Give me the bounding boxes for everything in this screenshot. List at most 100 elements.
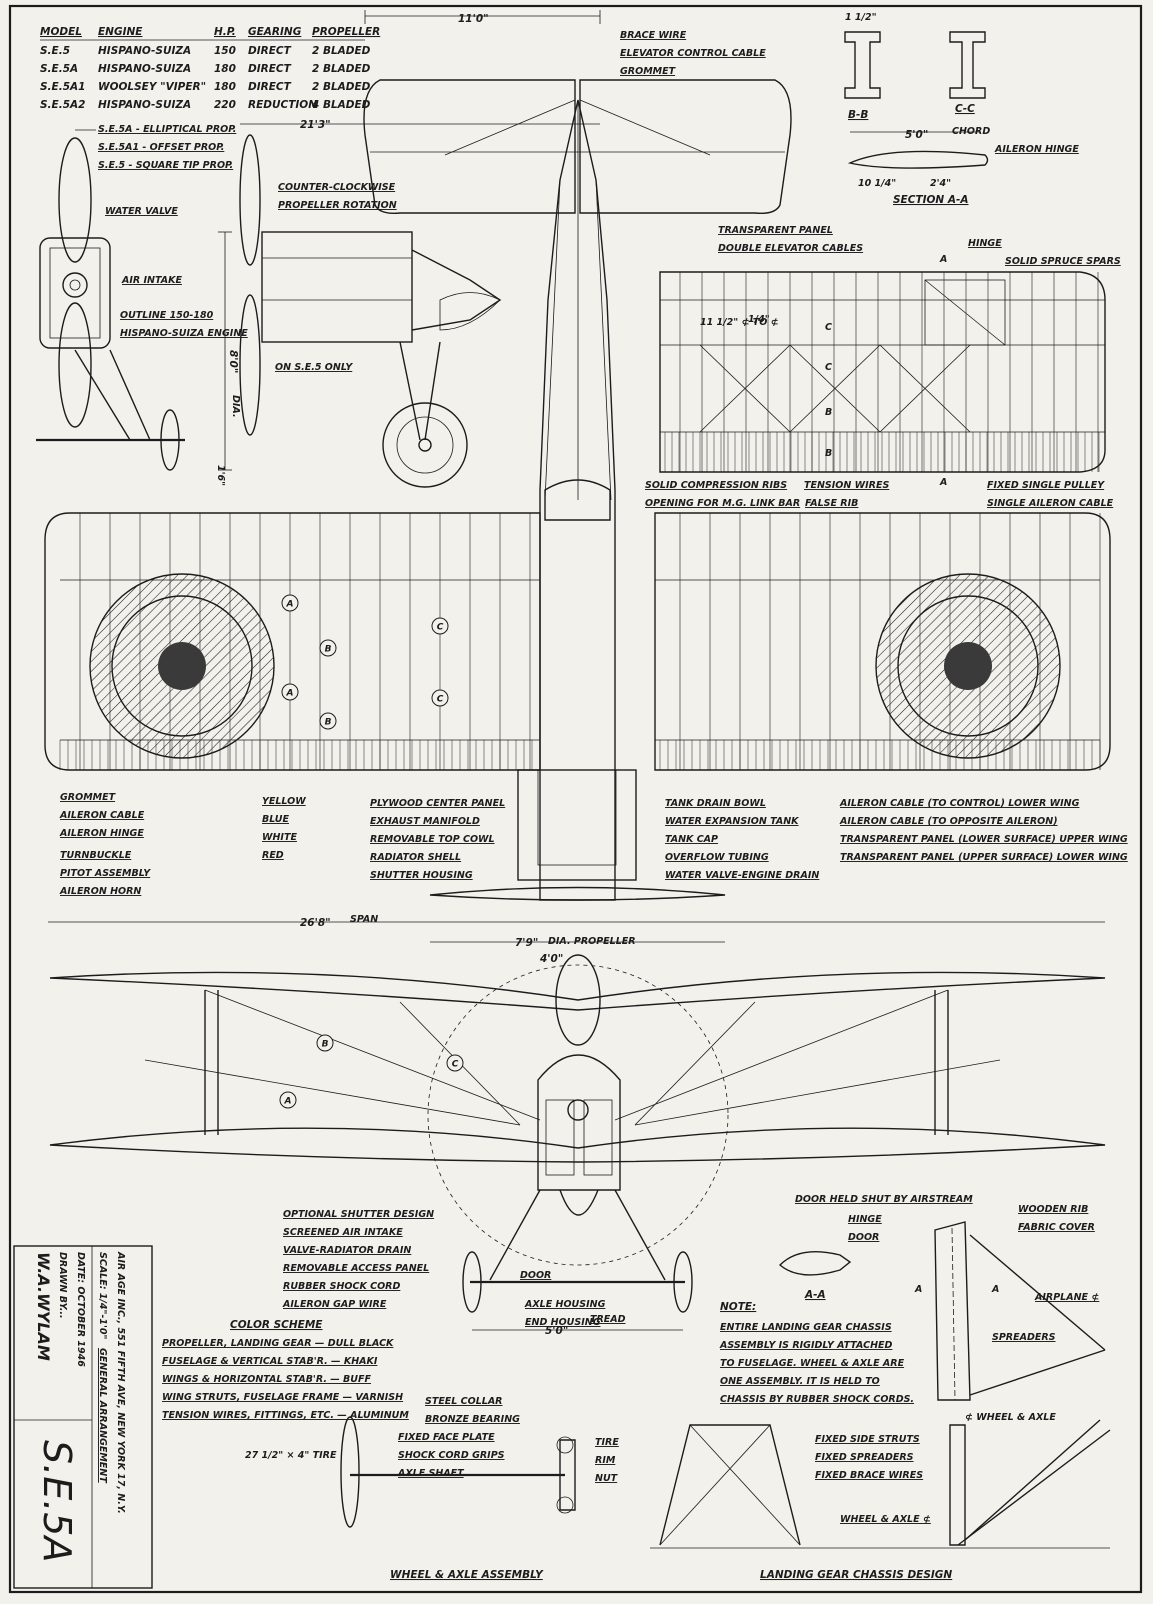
wheel-left-1: BRONZE BEARING	[425, 1414, 520, 1425]
spec-row-3-hp: 220	[214, 99, 236, 111]
left-label-turnbuckle: TURNBUCKLE	[60, 850, 132, 861]
wire-marker-label: C	[437, 623, 444, 633]
se5-only-label: ON S.E.5 ONLY	[275, 362, 353, 373]
chassis-title: LANDING GEAR CHASSIS DESIGN	[760, 1569, 952, 1581]
c-marker-a: C	[825, 322, 832, 333]
wooden-rib-label: WOODEN RIB	[1018, 1204, 1088, 1215]
front-optional-shutter: OPTIONAL SHUTTER DESIGN	[283, 1209, 434, 1220]
spec-row-0-propeller: 2 BLADED	[312, 45, 371, 57]
length-dimension: 21'3"	[300, 119, 331, 131]
compression-ribs-label: SOLID COMPRESSION RIBS	[645, 480, 787, 491]
single-aileron-cable-label: SINGLE AILERON CABLE	[987, 498, 1114, 509]
spec-row-2-engine: WOOLSEY "VIPER"	[98, 81, 206, 93]
strut-a-right: A	[991, 1284, 999, 1295]
tread-label: TREAD	[590, 1314, 626, 1325]
spec-row-3-engine: HISPANO-SUIZA	[98, 99, 191, 111]
wire-marker-label: A	[286, 689, 294, 699]
prop-type-1: S.E.5A1 - OFFSET PROP.	[98, 142, 224, 153]
wing-cable-control: AILERON CABLE (TO CONTROL) LOWER WING	[839, 798, 1080, 809]
wheel-left-3: SHOCK CORD GRIPS	[398, 1450, 505, 1461]
end-housing-label: END HOUSING	[525, 1317, 601, 1328]
front-screened-intake: SCREENED AIR INTAKE	[283, 1227, 403, 1238]
note-line-4: CHASSIS BY RUBBER SHOCK CORDS.	[720, 1394, 914, 1405]
chord-label: CHORD	[952, 126, 990, 137]
center-exhaust: EXHAUST MANIFOLD	[370, 816, 480, 827]
chord-dimension: 5'0"	[905, 129, 928, 141]
b-marker-b: B	[825, 448, 832, 459]
door-detail-hinge: HINGE	[848, 1214, 882, 1225]
right-tank-drain: TANK DRAIN BOWL	[665, 798, 766, 809]
side-view: 8'0" DIA. 1'6" 21'3"	[215, 119, 600, 488]
title-block-subtitle: GENERAL ARRANGEMENT	[97, 1348, 108, 1484]
spec-header-propeller: PROPELLER	[312, 26, 380, 38]
title-block-drawn-by-label: DRAWN BY...	[57, 1252, 68, 1319]
spec-row-1-hp: 180	[214, 63, 236, 75]
chassis-design: FIXED SIDE STRUTS FIXED SPREADERS FIXED …	[650, 1419, 1111, 1581]
door-detail-title: DOOR HELD SHUT BY AIRSTREAM	[795, 1194, 973, 1205]
water-valve-label: WATER VALVE	[105, 206, 178, 217]
wire-marker-circle	[431, 617, 449, 635]
air-intake-label: AIR INTAKE	[121, 275, 182, 286]
rib-quarter-dimension: 1/4"	[748, 314, 770, 325]
wire-marker-circle	[316, 1034, 334, 1052]
rotation-label-0: COUNTER-CLOCKWISE	[278, 182, 396, 193]
prop-dia-dimension: 7'9"	[515, 937, 538, 949]
wheel-assembly: 27 1/2" × 4" TIRE STEEL COLLAR BRONZE BE…	[245, 1396, 619, 1581]
chassis-item-1: FIXED SPREADERS	[815, 1452, 914, 1463]
title-block-drawn-by: W.A.WYLAM	[34, 1252, 53, 1361]
spec-row-3-propeller: 4 BLADED	[311, 99, 371, 111]
left-label-grommet: GROMMET	[60, 792, 117, 803]
spreaders-label: SPREADERS	[992, 1332, 1056, 1343]
wire-marker-circle	[319, 712, 337, 730]
note-block: NOTE: ENTIRE LANDING GEAR CHASSIS ASSEMB…	[719, 1301, 914, 1405]
section-a-dimension: 10 1/4"	[858, 178, 896, 189]
wheel-assembly-title: WHEEL & AXLE ASSEMBLY	[390, 1569, 544, 1581]
wheel-left-2: FIXED FACE PLATE	[398, 1432, 495, 1443]
spec-row-0-engine: HISPANO-SUIZA	[98, 45, 191, 57]
door-section-aa: A-A	[804, 1289, 826, 1301]
note-line-1: ASSEMBLY IS RIGIDLY ATTACHED	[719, 1340, 893, 1351]
title-block: AIR AGE INC., 551 FIFTH AVE, NEW YORK 17…	[13, 1245, 153, 1589]
front-radiator-drain: VALVE-RADIATOR DRAIN	[283, 1245, 411, 1256]
spars-label: SOLID SPRUCE SPARS	[1005, 256, 1121, 267]
axle-housing-label: AXLE HOUSING	[524, 1299, 606, 1310]
spec-table: MODEL ENGINE H.P. GEARING PROPELLER S.E.…	[40, 26, 380, 111]
wheel-left-4: AXLE SHAFT	[397, 1468, 465, 1479]
tire-dimension: 27 1/2" × 4" TIRE	[245, 1450, 337, 1461]
front-shock-cord: RUBBER SHOCK CORD	[283, 1281, 400, 1292]
wing-panel-detail: A A C C B B 11 1/2" ⊄ TO ⊄ 1/4"	[659, 254, 1106, 488]
a-marker-bottom: A	[939, 477, 947, 488]
front-gap-wire: AILERON GAP WIRE	[282, 1299, 387, 1310]
spec-row-2-model: S.E.5A1	[40, 81, 85, 93]
wire-marker-circle	[431, 689, 449, 707]
outline-label-0: OUTLINE 150-180	[120, 310, 214, 321]
left-label-aileron-horn: AILERON HORN	[59, 886, 141, 897]
wire-marker-label: C	[437, 695, 444, 705]
roundel-white: WHITE	[262, 832, 297, 843]
wire-marker-label: B	[322, 1040, 329, 1050]
outline-label-1: HISPANO-SUIZA ENGINE	[120, 328, 248, 339]
roundel-red: RED	[262, 850, 284, 861]
grommet-top-label: GROMMET	[620, 66, 677, 77]
spec-row-2-propeller: 2 BLADED	[312, 81, 371, 93]
color-item-1: FUSELAGE & VERTICAL STAB'R. — KHAKI	[162, 1356, 378, 1367]
airplane-centerline-label: AIRPLANE ⊄	[1034, 1292, 1099, 1303]
aileron-hinge-top-label: AILERON HINGE	[994, 144, 1079, 155]
spec-header-gearing: GEARING	[248, 26, 302, 38]
wire-marker-circle	[281, 594, 299, 612]
drawing-title: S.E.5A	[35, 1440, 79, 1562]
wire-marker-circle	[446, 1054, 464, 1072]
c-marker-b: C	[825, 362, 832, 373]
double-elevator-label: DOUBLE ELEVATOR CABLES	[718, 243, 863, 254]
wire-marker-label: A	[284, 1097, 292, 1107]
spec-header-engine: ENGINE	[98, 26, 143, 38]
color-item-3: WING STRUTS, FUSELAGE FRAME — VARNISH	[162, 1392, 403, 1403]
span-dimension: 26'8"	[300, 917, 331, 929]
section-aa-label: SECTION A-A	[893, 194, 969, 206]
roundel-blue: BLUE	[262, 814, 289, 825]
spec-header-hp: H.P.	[214, 26, 236, 38]
spec-row-2-hp: 180	[214, 81, 236, 93]
wire-marker-label: B	[325, 718, 332, 728]
color-item-2: WINGS & HORIZONTAL STAB'R. — BUFF	[162, 1374, 371, 1385]
front-door-label: DOOR	[520, 1270, 551, 1281]
